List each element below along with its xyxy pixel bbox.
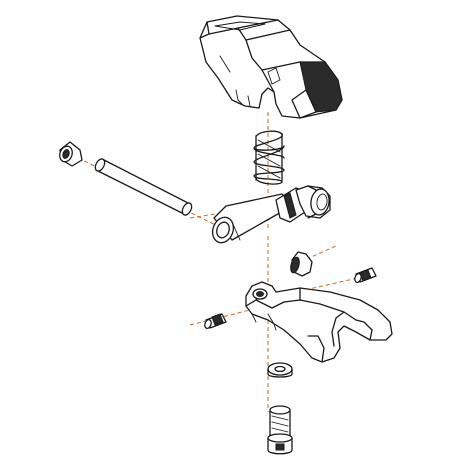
socket-head-screw <box>267 405 293 455</box>
compression-spring <box>253 130 285 185</box>
small-dowel-right <box>354 267 377 284</box>
washer <box>267 362 293 378</box>
dowel-left-axis <box>189 307 259 326</box>
fork-bracket <box>245 281 393 363</box>
sleeve-bushing <box>59 141 83 167</box>
pivot-shaft <box>211 185 331 244</box>
long-pin <box>94 158 193 216</box>
assembly-axes <box>77 112 359 412</box>
small-dowel-left <box>204 313 227 330</box>
rounded-plug <box>290 251 313 277</box>
housing-cap <box>199 15 343 119</box>
